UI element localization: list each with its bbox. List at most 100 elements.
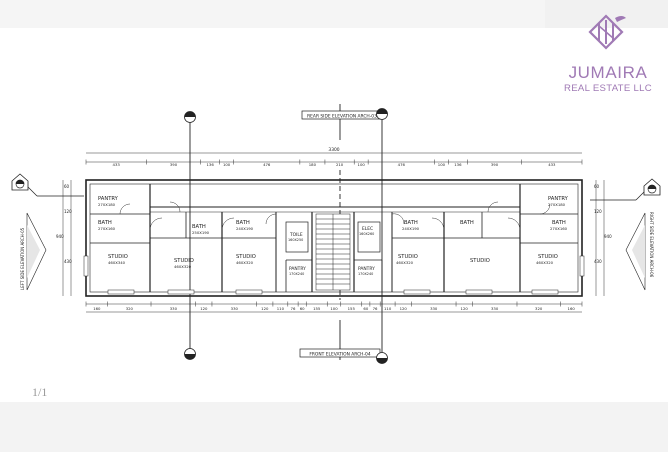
dimension-label: 155 — [348, 306, 356, 311]
dimension-label: 100 — [358, 162, 366, 167]
dimension-label: 120 — [400, 306, 408, 311]
dimension-label: 476 — [263, 162, 271, 167]
left-dimension-labels: 60 120 940 430 — [56, 184, 72, 264]
dimension-label: 330 — [491, 306, 499, 311]
dimension-label: 476 — [398, 162, 406, 167]
section-bubble-icon — [184, 108, 388, 364]
room-size: 270X160 — [550, 226, 568, 231]
room-size: 460X320 — [174, 264, 192, 269]
room-size: 270X180 — [548, 202, 566, 207]
right-dim-2: 120 — [594, 209, 602, 214]
room-name: PANTRY — [98, 196, 119, 202]
left-elevation-label: LEFT SIDE ELEVATION ARCH-05 — [20, 227, 25, 290]
room-name: PANTRY — [358, 266, 375, 272]
room-name: STUDIO — [236, 254, 256, 260]
room-name: ELEC — [362, 226, 373, 232]
dimension-label: 110 — [384, 306, 392, 311]
room-name: BATH — [404, 220, 418, 226]
room-name: STUDIO — [108, 254, 128, 260]
dimension-label: 330 — [231, 306, 239, 311]
right-dim-4: 430 — [594, 259, 602, 264]
dimension-label: 60 — [300, 306, 305, 311]
room-size: 160X250 — [288, 238, 303, 242]
right-dimension-labels: 60 120 940 430 — [594, 184, 612, 264]
dimension-label: 320 — [535, 306, 543, 311]
dimension-label: 136 — [454, 162, 462, 167]
dimension-label: 76 — [373, 306, 378, 311]
staircase — [315, 213, 351, 291]
room-name: STUDIO — [174, 258, 194, 264]
dimension-label: 76 — [291, 306, 296, 311]
logo-name: JUMAIRA — [569, 63, 648, 82]
dimension-lines — [62, 152, 605, 313]
page-number: 1/1 — [32, 385, 47, 399]
room-name: BATH — [236, 220, 250, 226]
room-size: 460X320 — [236, 260, 254, 265]
room-name: BATH — [552, 220, 566, 226]
room-name: STUDIO — [470, 258, 490, 264]
dimension-label: 390 — [491, 162, 499, 167]
left-dim-1: 60 — [64, 184, 70, 189]
dimension-label: 120 — [200, 306, 208, 311]
room-size: 160X260 — [359, 232, 374, 236]
rear-elevation-label: REAR SIDE ELEVATION ARCH-03 — [307, 113, 377, 119]
room-labels: PANTRY 270X180 BATH 270X160 BATH 250X190… — [98, 196, 569, 276]
dimension-label: 433 — [113, 162, 121, 167]
dimension-label: 433 — [548, 162, 556, 167]
dimension-label: 160 — [93, 306, 101, 311]
top-dimension-labels: 433 390 136 100 476 180 210 100 476 100 136 390 433 — [85, 159, 583, 167]
bottom-dimension-labels: 160 320 330 120 330 120 110 76 60 155 100 155 60 76 11… — [85, 301, 583, 311]
room-size: 240X190 — [402, 226, 420, 231]
room-name: BATH — [98, 220, 112, 226]
room-size: 460X320 — [536, 260, 554, 265]
dimension-label: 390 — [170, 162, 178, 167]
overall-dimension: 3300 — [328, 147, 339, 153]
dimension-label: 100 — [223, 162, 231, 167]
dimension-label: 120 — [461, 306, 469, 311]
room-size: 240X190 — [236, 226, 254, 231]
dimension-label: 320 — [126, 306, 134, 311]
room-size: 460X320 — [396, 260, 414, 265]
dimension-label: 210 — [336, 162, 344, 167]
dimension-label: 160 — [568, 306, 576, 311]
room-size: 170X240 — [289, 272, 304, 276]
room-name: BATH — [192, 224, 206, 230]
left-dim-2: 120 — [64, 209, 72, 214]
top-strip — [0, 0, 545, 28]
dimension-label: 60 — [363, 306, 368, 311]
left-dim-3: 940 — [56, 234, 64, 239]
room-size: 270X160 — [98, 226, 116, 231]
front-elevation-label: FRONT ELEVATION ARCH-04 — [309, 351, 370, 357]
room-name: STUDIO — [398, 254, 418, 260]
room-name: BATH — [460, 220, 474, 226]
right-dim-3: 940 — [604, 234, 612, 239]
dimension-label: 100 — [330, 306, 338, 311]
company-logo: JUMAIRA REAL ESTATE LLC — [564, 14, 652, 94]
dimension-label: 120 — [261, 306, 269, 311]
room-size: 270X180 — [98, 202, 116, 207]
dimension-label: 180 — [309, 162, 317, 167]
dimension-label: 330 — [170, 306, 178, 311]
right-dim-1: 60 — [594, 184, 600, 189]
door-swings — [119, 201, 551, 231]
dimension-label: 155 — [313, 306, 321, 311]
building-outline — [85, 179, 583, 297]
room-name: STUDIO — [538, 254, 558, 260]
dimension-label: 100 — [438, 162, 446, 167]
room-name: PANTRY — [289, 266, 306, 272]
room-size: 250X190 — [192, 230, 210, 235]
room-name: PANTRY — [548, 196, 569, 202]
logo-mark-icon — [588, 14, 626, 50]
right-elevation-label: RIGHT SIDE ELEVATION ARCH-06 — [649, 212, 654, 278]
left-elevation-marker: LEFT SIDE ELEVATION ARCH-05 — [11, 173, 84, 291]
right-elevation-marker: RIGHT SIDE ELEVATION ARCH-06 — [590, 178, 661, 291]
room-name: TOILE — [289, 232, 303, 238]
windows — [83, 255, 585, 295]
logo-subtitle: REAL ESTATE LLC — [564, 83, 652, 94]
room-size: 170X240 — [358, 272, 373, 276]
bottom-strip — [0, 402, 668, 452]
dimension-label: 110 — [277, 306, 285, 311]
dimension-label: 330 — [430, 306, 438, 311]
dimension-label: 136 — [207, 162, 215, 167]
